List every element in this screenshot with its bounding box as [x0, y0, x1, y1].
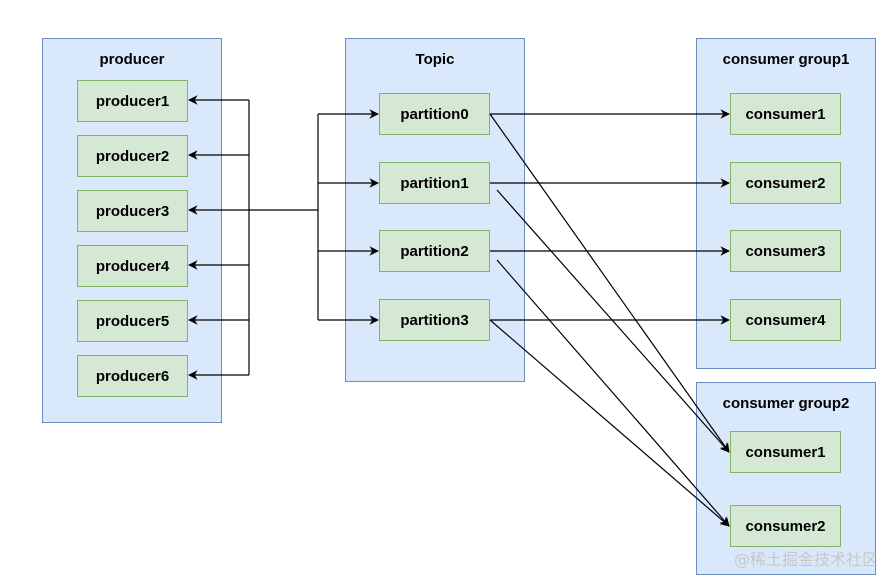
consumer-group2-title: consumer group2 — [722, 395, 850, 412]
partition-node[interactable]: partition1 — [379, 162, 490, 204]
partition-node[interactable]: partition2 — [379, 230, 490, 272]
consumer-node[interactable]: consumer1 — [730, 431, 841, 473]
producer-container-title: producer — [99, 51, 165, 68]
consumer-node[interactable]: consumer1 — [730, 93, 841, 135]
partition-node[interactable]: partition0 — [379, 93, 490, 135]
consumer-node[interactable]: consumer2 — [730, 162, 841, 204]
partition-node[interactable]: partition3 — [379, 299, 490, 341]
producer-node[interactable]: producer5 — [77, 300, 188, 342]
partition-to-consumer-arrow — [496, 189, 730, 453]
producer-node[interactable]: producer4 — [77, 245, 188, 287]
consumer-group2-container: consumer group2 — [696, 382, 876, 575]
watermark-text: @稀土掘金技术社区 — [733, 550, 878, 569]
consumer-node[interactable]: consumer2 — [730, 505, 841, 547]
consumer-node[interactable]: consumer3 — [730, 230, 841, 272]
topic-container-title: Topic — [415, 51, 455, 68]
partition-to-consumer-arrow — [489, 113, 730, 453]
producer-node[interactable]: producer2 — [77, 135, 188, 177]
producer-node[interactable]: producer6 — [77, 355, 188, 397]
consumer-group1-title: consumer group1 — [722, 51, 850, 68]
partition-to-consumer-arrow — [489, 319, 730, 527]
partition-to-consumer-arrow — [496, 259, 730, 527]
producer-node[interactable]: producer3 — [77, 190, 188, 232]
consumer-node[interactable]: consumer4 — [730, 299, 841, 341]
producer-node[interactable]: producer1 — [77, 80, 188, 122]
